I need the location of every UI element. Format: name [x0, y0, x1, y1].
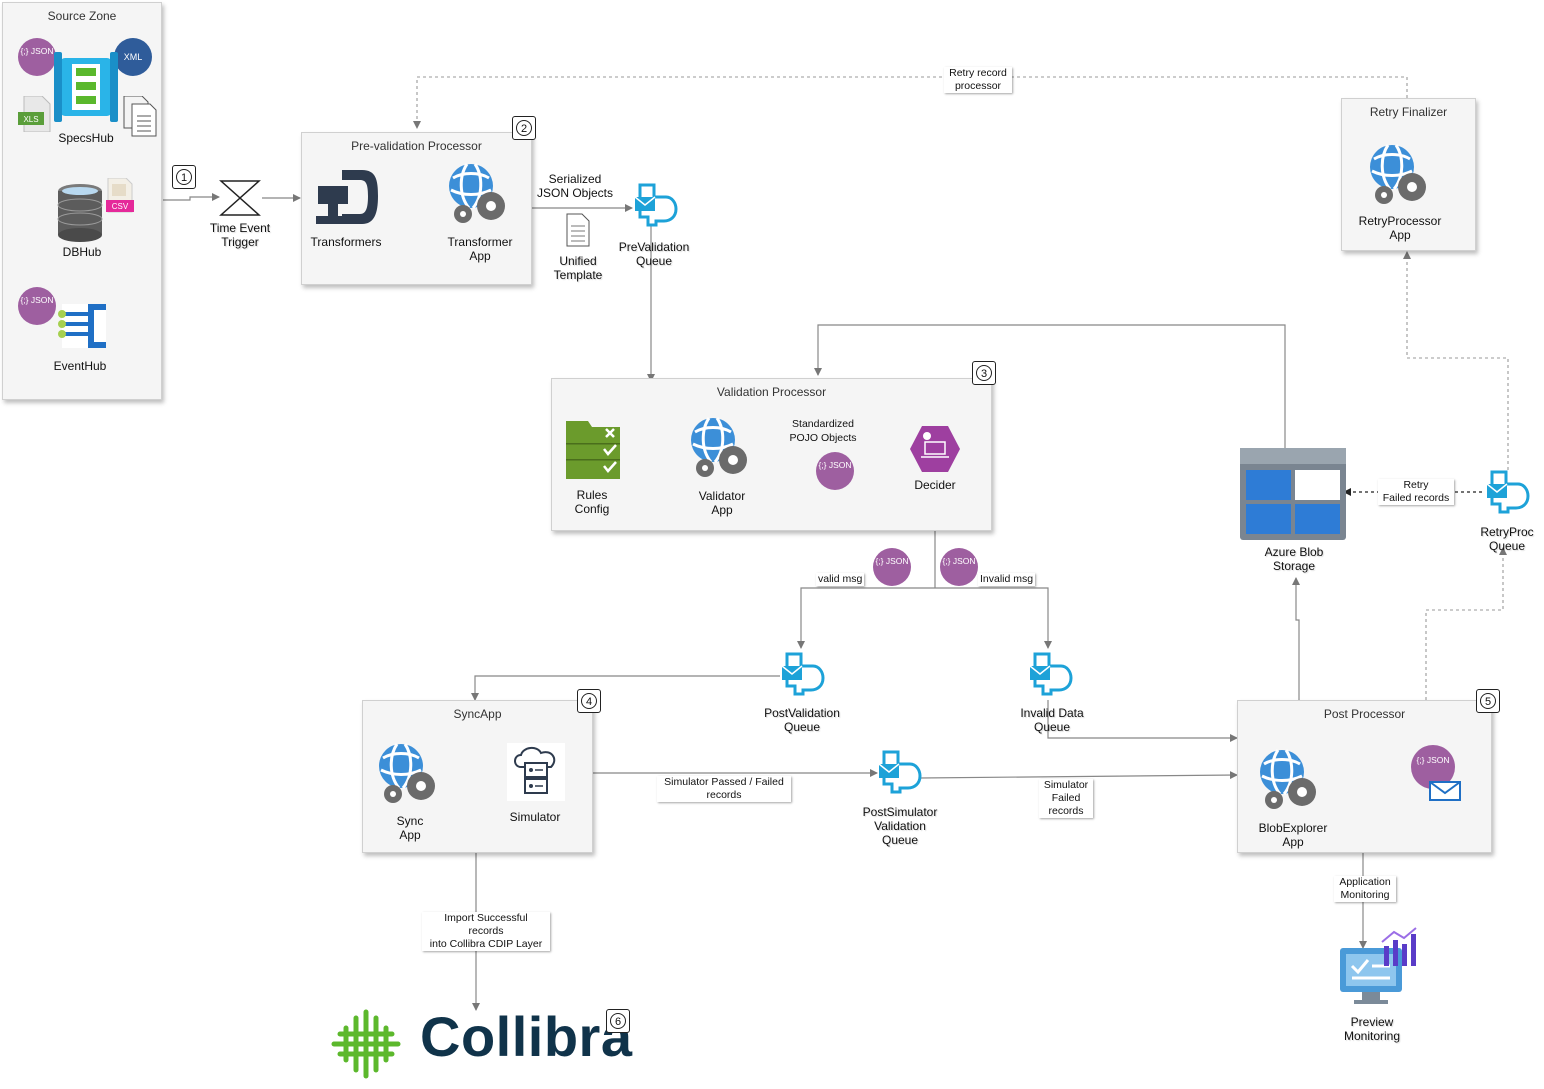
- decider-label: Decider: [914, 478, 956, 492]
- queue-icon: [1486, 470, 1530, 514]
- edge-invalid-msg: [935, 587, 1052, 649]
- edge-source-to-trigger: [163, 193, 220, 201]
- step-badge-1: 1: [172, 165, 196, 189]
- edge-postvalidation-to-sync: [471, 675, 780, 701]
- blobexplorer-app-label: BlobExplorer App: [1258, 821, 1328, 849]
- step-badge-2: 2: [512, 116, 536, 140]
- edge-post-to-blob: [1292, 577, 1300, 700]
- edge-valid-msg: [797, 587, 935, 649]
- preview-monitoring-label: Preview Monitoring: [1343, 1015, 1401, 1043]
- rules-config-label: Rules Config: [574, 488, 610, 516]
- edge-postsimulator-to-post: [919, 771, 1238, 780]
- xml-icon: XML: [114, 38, 152, 76]
- json-icon: {;} JSON: [18, 38, 56, 76]
- azure-blob-label: Azure Blob Storage: [1264, 545, 1324, 573]
- database-icon: [57, 184, 103, 242]
- post-title: Post Processor: [1323, 707, 1406, 721]
- retry-processor-edge-label: Retry record processor: [944, 67, 1012, 93]
- edge-post-to-retryproc: [1425, 547, 1507, 700]
- postvalidation-queue-label: PostValidation Queue: [764, 706, 840, 734]
- eventhub-icon: [58, 304, 106, 348]
- edge-invalid-to-post: [1047, 700, 1238, 742]
- sim-failed-edge-label: Simulator Failed records: [1039, 779, 1093, 818]
- retry-finalizer-title: Retry Finalizer: [1369, 105, 1448, 119]
- transformers-label: Transformers: [310, 235, 382, 249]
- prevalidation-title: Pre-validation Processor: [351, 139, 482, 153]
- edge-retryproc-to-finalizer: [1403, 251, 1509, 470]
- trigger-label: Time Event Trigger: [209, 221, 271, 249]
- sync-app-label: Sync App: [396, 814, 424, 842]
- validation-title: Validation Processor: [716, 385, 827, 399]
- transformer-app-label: Transformer App: [447, 235, 513, 263]
- azure-blob-storage-icon: [1240, 448, 1346, 540]
- queue-icon: [634, 183, 678, 227]
- simulator-label: Simulator: [509, 810, 561, 824]
- collibra-wordmark: Collibra: [420, 1005, 633, 1068]
- mail-icon: [1429, 781, 1461, 801]
- valid-msg-label: valid msg: [816, 573, 865, 586]
- hourglass-icon: [219, 180, 261, 216]
- queue-icon: [878, 750, 922, 794]
- webapp-gear-icon: [691, 417, 747, 477]
- step-badge-3: 3: [972, 361, 996, 385]
- queue-icon: [1029, 652, 1073, 696]
- prevalidation-queue-label: PreValidation Queue: [618, 240, 690, 268]
- csv-file-icon: CSV: [106, 178, 134, 213]
- retryprocessor-app-label: RetryProcessor App: [1358, 214, 1442, 242]
- document-icon: [566, 213, 590, 247]
- json-icon: {;} JSON: [18, 287, 56, 325]
- retryproc-queue-label: RetryProc Queue: [1480, 525, 1534, 553]
- monitoring-icon: [1340, 927, 1417, 1004]
- json-icon: {;} JSON: [940, 548, 978, 586]
- documents-icon: [123, 96, 157, 137]
- xls-file-icon: XLS: [18, 96, 51, 132]
- simulator-server-icon: [507, 743, 565, 801]
- webapp-gear-icon: [1260, 749, 1316, 809]
- source-zone-title: Source Zone: [47, 9, 117, 23]
- sync-title: SyncApp: [453, 707, 502, 721]
- collibra-logo-icon: [331, 1009, 401, 1079]
- rules-config-icon: [566, 421, 620, 479]
- invalid-data-queue-label: Invalid Data Queue: [1020, 706, 1084, 734]
- step-badge-4: 4: [577, 689, 601, 713]
- specshub-icon: [54, 52, 118, 122]
- webapp-gear-icon: [449, 163, 505, 223]
- postsimulator-queue-label: PostSimulator Validation Queue: [862, 805, 938, 847]
- dbhub-label: DBHub: [62, 245, 102, 259]
- validator-app-label: Validator App: [698, 489, 746, 517]
- step-badge-5: 5: [1476, 689, 1500, 713]
- json-icon: {;} JSON: [816, 452, 854, 490]
- queue-icon: [781, 652, 825, 696]
- eventhub-label: EventHub: [53, 359, 107, 373]
- webapp-gear-icon: [379, 743, 435, 803]
- webapp-gear-icon: [1370, 144, 1426, 204]
- sim-passed-edge-label: Simulator Passed / Failed records: [657, 776, 791, 802]
- transformer-icon: [316, 170, 378, 224]
- specshub-label: SpecsHub: [58, 131, 114, 145]
- edge-finalizer-to-prevalidation: [413, 76, 1408, 129]
- json-icon: {;} JSON: [873, 548, 911, 586]
- csv-text: CSV: [112, 202, 129, 211]
- edge-blob-to-validation: [814, 324, 1286, 448]
- import-edge-label: Import Successful records into Collibra …: [422, 912, 550, 951]
- retry-failed-edge-label: Retry Failed records: [1378, 479, 1454, 505]
- decider-hexagon-icon: [910, 426, 960, 472]
- unified-template-label: Unified Template: [553, 254, 603, 282]
- step-badge-6: 6: [606, 1009, 630, 1033]
- standardized-edge-label: Standardized POJO Objects: [789, 418, 857, 444]
- serialized-edge-label: Serialized JSON Objects: [536, 172, 614, 200]
- app-monitoring-edge-label: Application Monitoring: [1334, 876, 1396, 902]
- xls-text: XLS: [23, 115, 38, 124]
- invalid-msg-label: Invalid msg: [978, 573, 1036, 586]
